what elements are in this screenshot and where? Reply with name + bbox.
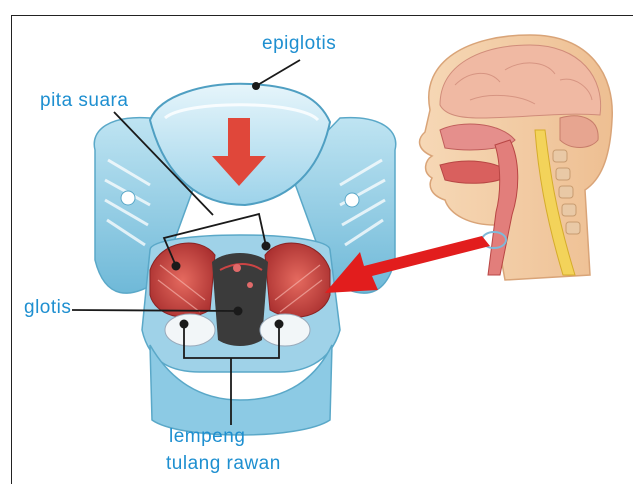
label-lempeng-line1: lempeng — [169, 427, 245, 446]
larynx-illustration — [94, 84, 396, 435]
head-cross-section — [420, 35, 613, 280]
label-glotis: glotis — [24, 298, 71, 317]
label-lempeng-line2: tulang rawan — [166, 454, 281, 473]
label-epiglotis: epiglotis — [262, 34, 336, 53]
label-pita-suara: pita suara — [40, 91, 128, 110]
